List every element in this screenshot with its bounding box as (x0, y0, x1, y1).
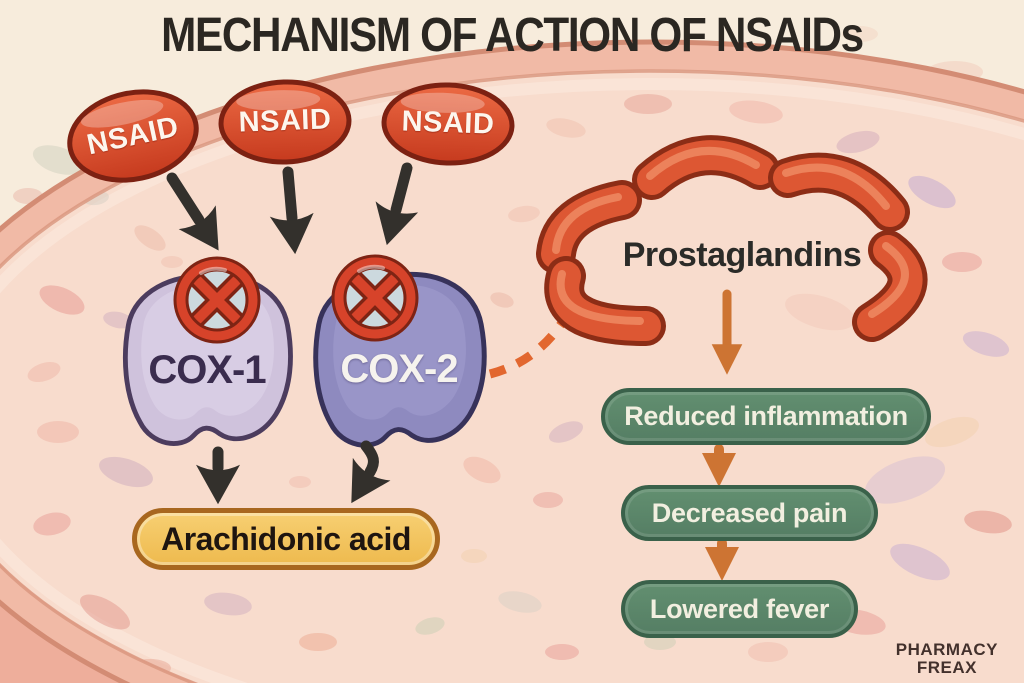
nsaid-pill-2 (218, 79, 352, 165)
prostaglandin-rod-left (536, 180, 642, 274)
effect-label: Decreased pain (651, 497, 848, 528)
membrane-inner-glow (0, 78, 1024, 683)
prostaglandins-label: Prostaglandins (622, 236, 862, 274)
inhibition-icon-cox2 (339, 262, 411, 334)
nsaid-pill-3 (381, 82, 515, 166)
inhibition-icon-cox1 (181, 264, 253, 336)
cell-membrane (0, 39, 1024, 683)
watermark-line1: PHARMACY (895, 640, 998, 660)
watermark: PHARMACY FREAX (896, 641, 998, 677)
prostaglandin-rod-right (852, 230, 928, 342)
arrow-nsaid3-to-cox2 (375, 162, 419, 246)
arachidonic-acid-label: Arachidonic acid (161, 520, 411, 557)
cox2-label: COX-2 (340, 347, 458, 391)
prostaglandin-rod-top (632, 135, 780, 200)
prostaglandin-rod-bottom-left (544, 256, 666, 346)
prostaglandin-rod-top-right (768, 152, 910, 232)
effect-box-reduced-inflammation: Reduced inflammation (601, 388, 931, 445)
effect-label: Lowered fever (649, 593, 830, 624)
page-title: MECHANISM OF ACTION OF NSAIDs (161, 9, 864, 62)
prostaglandin-molecules (536, 135, 928, 346)
nsaid-pill-3-label: NSAID (401, 105, 495, 141)
effect-label: Reduced inflammation (624, 401, 908, 431)
cox1-label: COX-1 (148, 348, 266, 392)
arrow-cox2-to-substrate (351, 440, 391, 504)
arrow-nsaid1-to-cox1 (166, 172, 219, 251)
effect-box-lowered-fever: Lowered fever (621, 580, 858, 638)
arachidonic-acid-box: Arachidonic acid (132, 508, 440, 570)
effect-box-decreased-pain: Decreased pain (621, 485, 878, 541)
arrow-nsaid2-to-cox (269, 166, 314, 255)
nsaid-pill-1 (67, 89, 199, 183)
watermark-line2: FREAX (916, 658, 977, 678)
nsaid-pill-2-label: NSAID (238, 103, 332, 139)
